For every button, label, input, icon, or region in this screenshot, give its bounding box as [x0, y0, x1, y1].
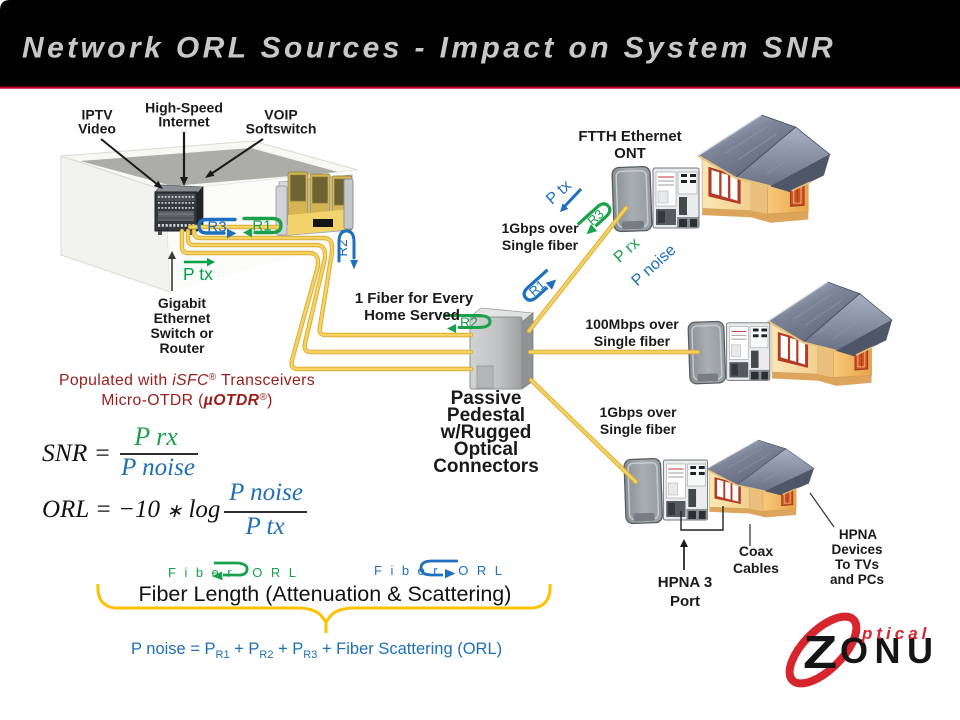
svg-text:ONT: ONT — [614, 145, 646, 162]
svg-text:R2: R2 — [460, 314, 478, 330]
svg-text:and PCs: and PCs — [830, 572, 884, 587]
svg-text:Single fiber: Single fiber — [600, 421, 677, 437]
svg-text:Pedestal: Pedestal — [447, 405, 525, 426]
svg-text:P rx: P rx — [133, 422, 178, 451]
svg-text:Z: Z — [803, 627, 837, 678]
svg-text:Internet: Internet — [158, 114, 210, 130]
svg-text:HPNA: HPNA — [839, 527, 878, 542]
svg-text:FTTH Ethernet: FTTH Ethernet — [578, 128, 681, 145]
svg-text:P tx: P tx — [244, 513, 284, 540]
svg-text:Cables: Cables — [733, 560, 779, 576]
svg-text:Switch or: Switch or — [150, 325, 214, 341]
svg-text:Coax: Coax — [739, 543, 773, 559]
svg-text:100Mbps over: 100Mbps over — [585, 316, 679, 332]
svg-text:Fiber Length (Attenuation & Sc: Fiber Length (Attenuation & Scattering) — [139, 582, 512, 606]
svg-text:Connectors: Connectors — [433, 456, 539, 477]
svg-text:To TVs: To TVs — [835, 557, 879, 572]
svg-text:R1: R1 — [252, 218, 271, 235]
svg-text:Router: Router — [159, 340, 205, 356]
svg-text:P noise: P noise — [228, 479, 303, 506]
svg-text:HPNA 3: HPNA 3 — [658, 574, 712, 591]
svg-text:Port: Port — [670, 593, 700, 610]
svg-text:Passive: Passive — [451, 388, 522, 409]
svg-text:Single fiber: Single fiber — [594, 333, 671, 349]
svg-text:ONU: ONU — [840, 630, 940, 671]
svg-text:ORL = −10 ∗ log: ORL = −10 ∗ log — [42, 496, 220, 523]
svg-text:IPTV: IPTV — [81, 107, 113, 123]
svg-text:ptical: ptical — [861, 624, 930, 643]
svg-text:Home Served: Home Served — [364, 307, 460, 324]
svg-text:P noise = PR1 + PR2 + PR3 + Fi: P noise = PR1 + PR2 + PR3 + Fiber Scatte… — [131, 640, 502, 661]
svg-text:Fiber ORL: Fiber ORL — [168, 565, 304, 580]
svg-text:SNR =: SNR = — [42, 438, 111, 467]
svg-text:Network ORL Sources - Impact o: Network ORL Sources - Impact on System S… — [22, 32, 836, 65]
svg-text:High-Speed: High-Speed — [145, 100, 223, 116]
svg-text:R3: R3 — [207, 219, 226, 236]
svg-text:P tx: P tx — [183, 264, 213, 284]
svg-text:1Gbps over: 1Gbps over — [501, 220, 579, 236]
svg-text:VOIP: VOIP — [264, 107, 297, 123]
svg-text:Softswitch: Softswitch — [246, 121, 317, 137]
svg-text:Fiber ORL: Fiber ORL — [374, 563, 510, 578]
svg-text:w/Rugged: w/Rugged — [440, 422, 532, 443]
svg-text:Populated with iSFC® Transceiv: Populated with iSFC® Transceivers — [59, 372, 315, 389]
svg-text:Devices: Devices — [831, 542, 882, 557]
svg-text:Gigabit: Gigabit — [158, 295, 207, 311]
svg-text:Video: Video — [78, 121, 116, 137]
svg-text:P noise: P noise — [120, 454, 195, 481]
svg-text:Optical: Optical — [454, 439, 518, 460]
svg-text:R2: R2 — [335, 239, 350, 256]
svg-text:Micro-OTDR (µOTDR®): Micro-OTDR (µOTDR®) — [101, 392, 272, 409]
svg-text:Single fiber: Single fiber — [502, 237, 579, 253]
svg-text:1 Fiber for Every: 1 Fiber for Every — [355, 290, 474, 307]
svg-text:Ethernet: Ethernet — [154, 310, 211, 326]
svg-text:1Gbps over: 1Gbps over — [599, 404, 677, 420]
